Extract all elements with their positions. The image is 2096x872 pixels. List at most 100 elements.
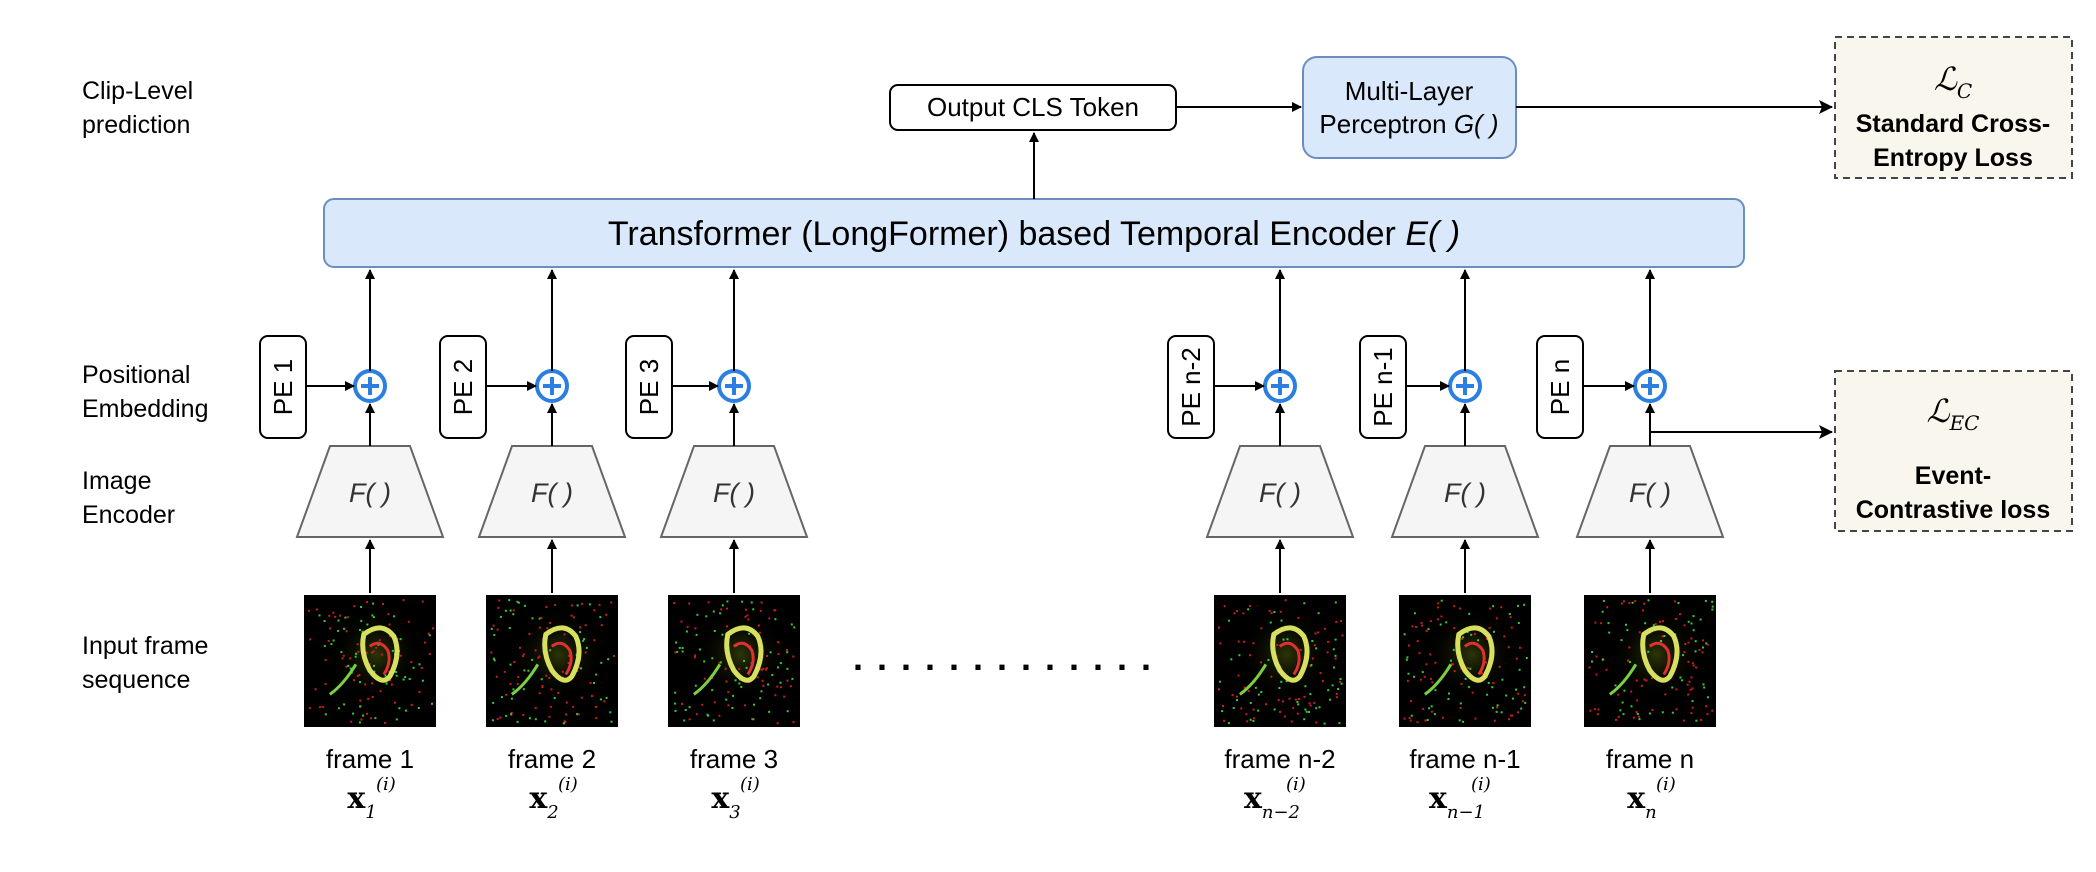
frame-image-event-dot	[509, 609, 512, 612]
image-encoder-trapezoid	[1575, 445, 1725, 538]
frame-image-event-dot	[1323, 627, 1326, 630]
frame-image-event-dot	[1260, 691, 1263, 693]
frame-image-event-dot	[1517, 692, 1520, 695]
frame-image-event-dot	[1331, 684, 1334, 687]
frame-image-event-dot	[1403, 717, 1406, 720]
frame-image-event-dot	[779, 681, 782, 684]
frame-image-event-dot	[1450, 659, 1452, 662]
frame-image-event-dot	[1601, 610, 1604, 613]
frame-image-event-dot	[1706, 643, 1709, 646]
frame-image-event-dot	[1509, 616, 1512, 619]
encoder-text: Transformer (LongFormer) based Temporal …	[608, 215, 1405, 253]
row-labels: Clip-Level prediction Positional Embeddi…	[82, 77, 208, 694]
frame-image-event-dot	[337, 629, 340, 632]
frame-image-event-dot	[380, 653, 383, 656]
frame-image-event-dot	[1430, 710, 1433, 713]
frame-image-event-dot	[500, 696, 503, 699]
frame-image-event-dot	[1642, 609, 1644, 612]
frame-image-event-dot	[496, 628, 499, 631]
loss-ce-symbol-sub: C	[1957, 79, 1972, 103]
frame-image-event-dot	[1273, 708, 1276, 711]
frame-image-event-dot	[1662, 620, 1664, 623]
frame-image-event-dot	[1600, 622, 1603, 625]
frame-image-event-dot	[431, 702, 433, 705]
frame-image-event-dot	[522, 653, 525, 656]
frame-image-event-dot	[761, 679, 764, 682]
frame-image-event-dot	[767, 683, 770, 686]
frame-image-event-dot	[683, 719, 686, 722]
frame-image-event-dot	[1596, 713, 1599, 716]
frame-image-event-dot	[745, 666, 748, 669]
frame-image-event-dot	[1640, 684, 1643, 687]
frame-image-event-dot	[1269, 621, 1272, 624]
frame-image-event-dot	[1321, 680, 1324, 682]
frame-image-event-dot	[599, 698, 602, 701]
temporal-encoder: Transformer (LongFormer) based Temporal …	[323, 198, 1745, 268]
frame-image-event-dot	[328, 614, 331, 617]
frame-image-event-dot	[534, 707, 537, 710]
frame-image-event-dot	[337, 619, 340, 622]
frame-image-event-dot	[545, 605, 548, 608]
frame-image-event-dot	[777, 641, 780, 644]
frame-image-event-dot	[1233, 612, 1236, 615]
frame-image-event-dot	[777, 666, 779, 669]
frame-image-event-dot	[323, 645, 326, 648]
frame-image-event-dot	[792, 655, 795, 658]
frame-image-event-dot	[1422, 707, 1425, 710]
frame-image-event-dot	[359, 705, 362, 708]
frame-image-event-dot	[1517, 711, 1519, 714]
frame-image-event-dot	[1447, 698, 1450, 700]
frame-image-event-dot	[1292, 706, 1295, 709]
frame-image-event-dot	[492, 701, 495, 704]
frame-image-event-dot	[1430, 677, 1432, 680]
frame-image-hand-edge	[1648, 641, 1671, 676]
frame-image-event-dot	[1458, 719, 1461, 722]
positional-embedding-label: PE n-1	[1368, 347, 1398, 427]
frame-image-arm-shape	[692, 663, 722, 696]
frame-image-event-dot	[1411, 625, 1414, 628]
frame-image-event-dot	[1711, 608, 1714, 611]
frame-image-event-dot	[410, 661, 413, 664]
frame-image-event-dot	[513, 661, 516, 663]
frame-image-event-dot	[1488, 626, 1491, 629]
frame-image-event-dot	[1500, 711, 1503, 714]
frame-image-event-dot	[498, 599, 501, 602]
frame-image-event-dot	[1486, 693, 1489, 696]
frame-image-event-dot	[1252, 708, 1255, 711]
frame-image-event-dot	[1246, 720, 1249, 723]
frame-image-event-dot	[1484, 661, 1487, 664]
frame-image-event-dot	[1491, 686, 1494, 689]
frame-image-event-dot	[748, 632, 751, 635]
frame-image-event-dot	[774, 609, 777, 612]
frame-image-event-dot	[1619, 709, 1622, 712]
frame-image-event-dot	[577, 713, 580, 716]
frame-image-event-dot	[674, 702, 677, 705]
frame-image-event-dot	[1434, 661, 1437, 664]
row-label-positional-2: Embedding	[82, 395, 208, 423]
frame-image-event-dot	[1704, 599, 1707, 602]
frame-image-event-dot	[1524, 701, 1527, 704]
image-encoder-trapezoid	[659, 445, 809, 538]
frame-image-event-dot	[776, 685, 779, 688]
frame-image-event-dot	[610, 601, 613, 604]
frame-image-event-dot	[605, 696, 608, 699]
frame-image-event-dot	[1495, 617, 1498, 620]
frame-image-event-dot	[1257, 709, 1260, 712]
mlp-box: Multi-Layer Perceptron G( )	[1302, 56, 1517, 159]
frame-image-event-dot	[1694, 650, 1697, 653]
frame-image-event-dot	[428, 652, 431, 655]
frame-image-event-dot	[762, 667, 765, 670]
frame-math-x: x	[1627, 781, 1646, 816]
frame-image-event-dot	[609, 711, 612, 714]
frame-image-event-dot	[1223, 605, 1226, 608]
frame-image-event-dot	[490, 651, 493, 654]
frame-image-event-dot	[371, 614, 374, 617]
frame-image-event-dot	[1427, 628, 1430, 631]
frame-image-event-dot	[1252, 642, 1255, 645]
frame-image-event-dot	[343, 703, 345, 706]
frame-image-event-dot	[510, 697, 513, 700]
frame-image-event-dot	[1659, 620, 1661, 623]
frame-math-label: xn−1	[1429, 781, 1485, 823]
frame-math-sub: n	[1645, 802, 1657, 823]
